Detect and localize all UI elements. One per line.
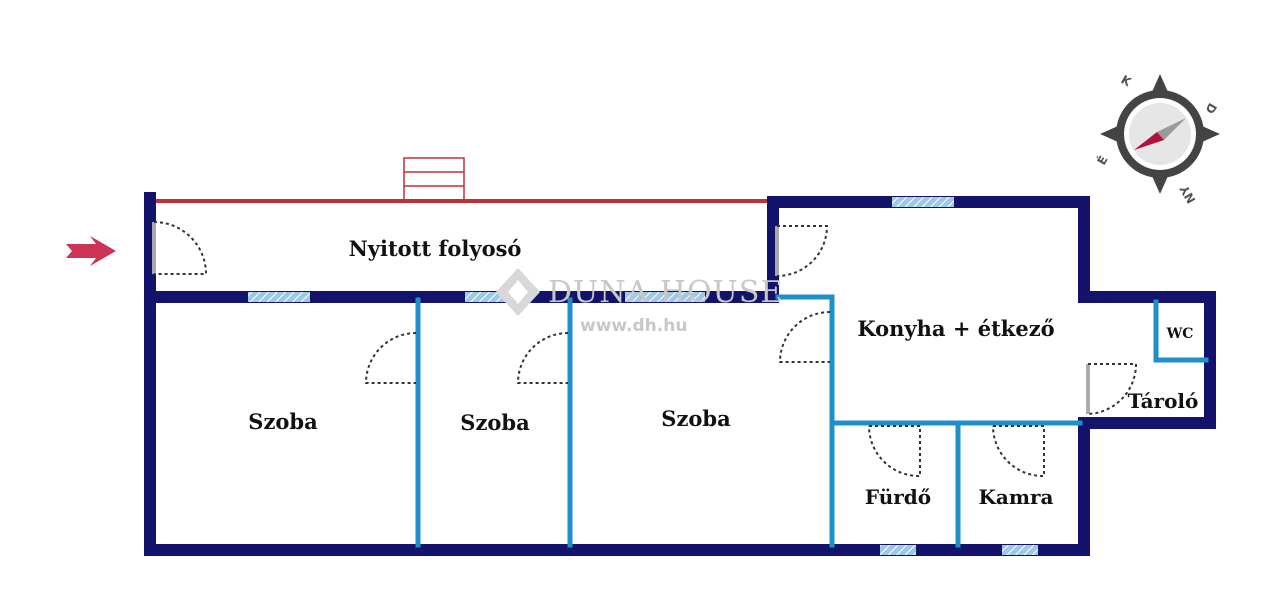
windows xyxy=(248,197,1038,555)
entry-door xyxy=(152,221,208,275)
pantry-door xyxy=(992,425,1045,478)
room-label-corridor: Nyitott folyosó xyxy=(349,236,522,261)
room-label-kitchen: Konyha + étkező xyxy=(857,316,1054,341)
watermark-brand: DUNA HOUSE xyxy=(548,275,783,310)
stairs-icon xyxy=(403,157,465,201)
compass-east: K xyxy=(1119,72,1135,89)
compass-south: D xyxy=(1202,101,1219,117)
compass-icon: É K D NY xyxy=(1094,72,1220,206)
window xyxy=(625,292,705,302)
inner-walls xyxy=(415,294,1209,548)
room-label-room2: Szoba xyxy=(460,410,530,435)
watermark-url: www.dh.hu xyxy=(580,316,687,336)
room-label-storage: Tároló xyxy=(1128,389,1199,413)
room-label-room1: Szoba xyxy=(248,409,318,434)
window xyxy=(880,545,916,555)
window xyxy=(248,292,310,302)
doors xyxy=(152,221,1138,478)
room-label-pantry: Kamra xyxy=(979,485,1054,509)
compass-needle-south xyxy=(1134,132,1164,150)
room1-door xyxy=(364,332,417,384)
room3-door xyxy=(778,311,831,363)
room-label-bath: Fürdő xyxy=(865,485,931,509)
room2-door xyxy=(516,332,569,384)
window xyxy=(1002,545,1038,555)
room-label-wc: WC xyxy=(1166,326,1194,342)
watermark: DUNA HOUSE www.dh.hu xyxy=(496,268,783,336)
room-label-room3: Szoba xyxy=(661,406,731,431)
storage-door xyxy=(1086,363,1138,415)
duna-house-logo-icon xyxy=(496,268,540,316)
bath-door xyxy=(868,425,921,478)
kitchen-door xyxy=(775,225,829,277)
entry-arrow-icon xyxy=(66,236,116,266)
window xyxy=(892,197,954,207)
compass-needle-north xyxy=(1157,118,1186,140)
compass-west: NY xyxy=(1177,182,1199,205)
window xyxy=(465,292,515,302)
compass-north: É xyxy=(1094,153,1111,168)
